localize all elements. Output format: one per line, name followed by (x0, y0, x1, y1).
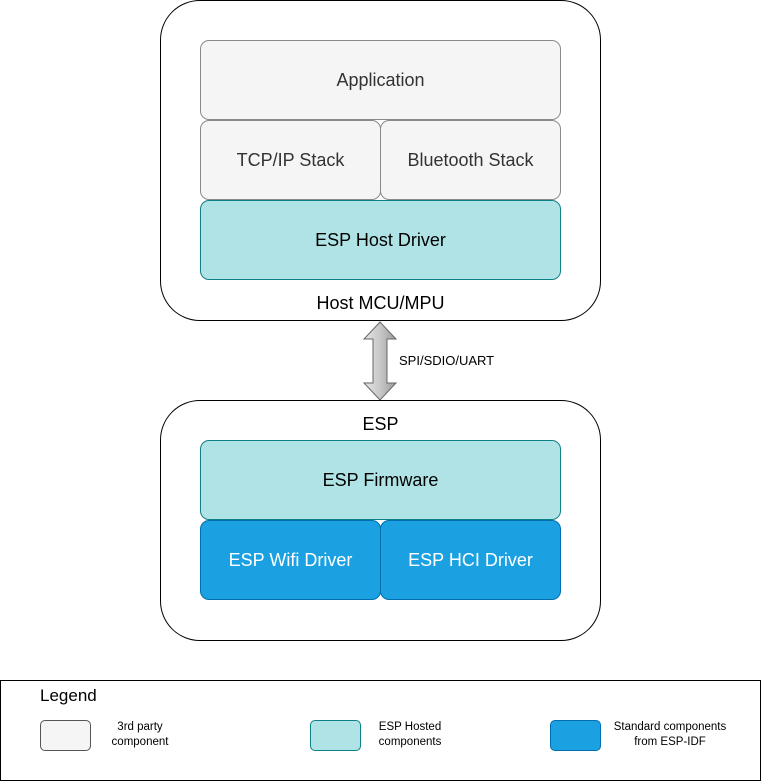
tcpip-stack-label: TCP/IP Stack (236, 149, 345, 170)
legend-swatch-third-party (40, 720, 91, 751)
esp-host-driver-box: ESP Host Driver (200, 200, 561, 280)
esp-hci-driver-box: ESP HCI Driver (380, 520, 561, 600)
legend-label-standard: Standard components from ESP-IDF (613, 721, 727, 748)
esp-wifi-driver-box: ESP Wifi Driver (200, 520, 381, 600)
interface-label: SPI/SDIO/UART (399, 353, 495, 368)
esp-hci-driver-label: ESP HCI Driver (408, 549, 533, 570)
esp-wifi-driver-label: ESP Wifi Driver (228, 549, 353, 570)
esp-firmware-box: ESP Firmware (200, 440, 561, 520)
legend-label-third-party: 3rd party component (111, 721, 169, 748)
host-mcu-label: Host MCU/MPU (316, 293, 445, 313)
legend-title: Legend (40, 686, 97, 705)
esp-firmware-label: ESP Firmware (322, 469, 439, 490)
legend-swatch-hosted (310, 720, 361, 751)
bluetooth-stack-label: Bluetooth Stack (407, 149, 534, 170)
application-box: Application (200, 40, 561, 120)
application-label: Application (336, 69, 425, 90)
legend-label-hosted: ESP Hosted components (378, 721, 442, 748)
esp-label: ESP (362, 414, 399, 434)
esp-host-driver-label: ESP Host Driver (315, 229, 446, 250)
legend-swatch-standard (550, 720, 601, 751)
bluetooth-stack-box: Bluetooth Stack (380, 120, 561, 200)
bidirectional-arrow-icon (362, 321, 398, 401)
tcpip-stack-box: TCP/IP Stack (200, 120, 381, 200)
